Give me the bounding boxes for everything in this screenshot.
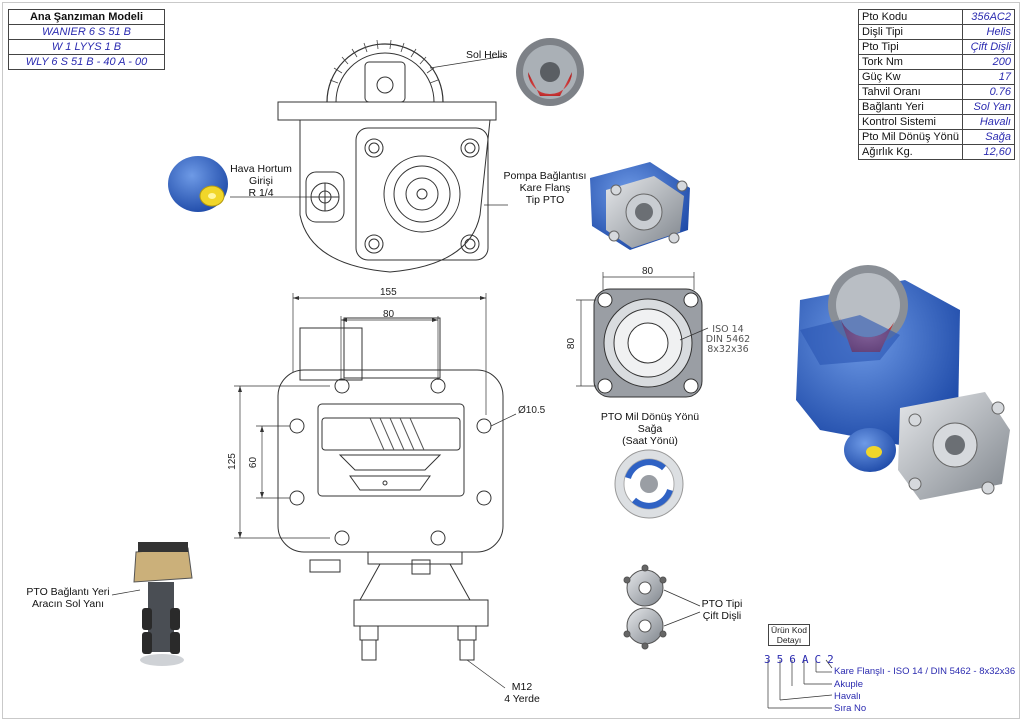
- model-row: WANIER 6 S 51 B: [8, 24, 165, 40]
- product-code-letters: 356AC2: [764, 653, 840, 666]
- code-legend-akuple: Akuple: [834, 679, 864, 690]
- top-view: [277, 39, 497, 273]
- mount-location-line-2: Aracın Sol Yanı: [32, 598, 104, 610]
- spec-key: Dişli Tipi: [857, 24, 964, 40]
- model-table: Ana Şanzıman Modeli WANIER 6 S 51 B W 1 …: [8, 9, 165, 70]
- spline-standard-line-1: ISO 14: [712, 324, 744, 335]
- spec-value: 356AC2: [962, 9, 1015, 25]
- code-legend-sira-no: Sıra No: [834, 703, 867, 714]
- air-inlet-label: Hava Hortum Girişi R 1/4: [226, 163, 296, 199]
- spec-value: Sol Yan: [962, 99, 1015, 115]
- pump-connection-line-2: Kare Flanş: [519, 182, 571, 194]
- pto-type-line-2: Çift Dişli: [702, 610, 742, 622]
- bolt-line-1: M12: [511, 681, 533, 693]
- spec-value: Çift Dişli: [962, 39, 1015, 55]
- spline-standard: ISO 14 DIN 5462 8x32x36: [704, 325, 752, 355]
- spec-value: Sağa: [962, 129, 1015, 145]
- flange-width: 80: [642, 266, 654, 277]
- product-code-box-line-2: Detayı: [776, 635, 802, 645]
- spec-value: 200: [962, 54, 1015, 70]
- rotation-line-1: PTO Mil Dönüş Yönü: [600, 411, 700, 423]
- bolt-line-2: 4 Yerde: [504, 693, 540, 705]
- product-code-box: Ürün Kod Detayı: [768, 624, 810, 646]
- air-inlet-line-3: R 1/4: [248, 187, 274, 199]
- model-row: WLY 6 S 51 B - 40 A - 00: [8, 54, 165, 70]
- spec-key: Bağlantı Yeri: [857, 99, 964, 115]
- dimension-width-80: 80: [383, 309, 395, 320]
- air-inlet-line-2: Girişi: [249, 175, 273, 187]
- pto-type-line-1: PTO Tipi: [701, 598, 743, 610]
- pump-connection-line-3: Tip PTO: [525, 194, 565, 206]
- mount-location-line-1: PTO Bağlantı Yeri: [26, 586, 110, 598]
- pump-connection-label: Pompa Bağlantısı Kare Flanş Tip PTO: [496, 170, 594, 206]
- spec-value: 12,60: [962, 144, 1015, 160]
- double-gear-icon: [623, 564, 667, 650]
- code-legend-havali: Havalı: [834, 691, 861, 702]
- air-inlet-line-1: Hava Hortum: [230, 163, 292, 175]
- spec-value: 17: [962, 69, 1015, 85]
- mount-location-label: PTO Bağlantı Yeri Aracın Sol Yanı: [20, 586, 116, 610]
- flange-view: [593, 288, 703, 398]
- product-code-box-line-1: Ürün Kod: [771, 625, 807, 635]
- pump-flange-image: [590, 162, 690, 250]
- spec-key: Tork Nm: [857, 54, 964, 70]
- model-table-header: Ana Şanzıman Modeli: [8, 9, 165, 25]
- spec-key: Güç Kw: [857, 69, 964, 85]
- rotation-line-2: Sağa: [637, 423, 663, 435]
- pump-connection-line-1: Pompa Bağlantısı: [503, 170, 587, 182]
- sol-helis-label: Sol Helis: [466, 49, 508, 61]
- code-legend-flange: Kare Flanşlı - ISO 14 / DIN 5462 - 8x32x…: [834, 666, 1016, 677]
- model-row: W 1 LYYS 1 B: [8, 39, 165, 55]
- bolt-label: M12 4 Yerde: [496, 681, 548, 705]
- spec-key: Ağırlık Kg.: [857, 144, 964, 160]
- spec-key: Pto Kodu: [857, 9, 964, 25]
- dimension-height-60: 60: [248, 456, 260, 469]
- spec-key: Pto Tipi: [857, 39, 964, 55]
- pto-type-label: PTO Tipi Çift Dişli: [692, 598, 752, 622]
- pto-3d-image: [796, 265, 1010, 500]
- dimension-width-155: 155: [380, 287, 397, 298]
- air-fitting-image: [168, 156, 228, 212]
- spec-value: Havalı: [962, 114, 1015, 130]
- dimension-height-125: 125: [226, 453, 238, 470]
- front-view: [277, 317, 504, 661]
- spec-key: Tahvil Oranı: [857, 84, 964, 100]
- spline-standard-line-3: 8x32x36: [707, 344, 749, 355]
- spec-value: 0.76: [962, 84, 1015, 100]
- flange-height: 80: [566, 337, 578, 350]
- helical-gear-image: [516, 38, 584, 106]
- spec-value: Helis: [962, 24, 1015, 40]
- rotation-line-3: (Saat Yönü): [622, 435, 678, 447]
- spline-standard-line-2: DIN 5462: [705, 334, 751, 345]
- rotation-disk: [614, 449, 684, 519]
- dimension-hole-diameter: Ø10.5: [518, 405, 546, 416]
- truck-image: [133, 542, 193, 666]
- spec-key: Pto Mil Dönüş Yönü: [857, 129, 964, 145]
- spec-key: Kontrol Sistemi: [857, 114, 964, 130]
- spec-row: Ağırlık Kg.12,60: [857, 144, 1015, 160]
- rotation-label: PTO Mil Dönüş Yönü Sağa (Saat Yönü): [588, 411, 712, 447]
